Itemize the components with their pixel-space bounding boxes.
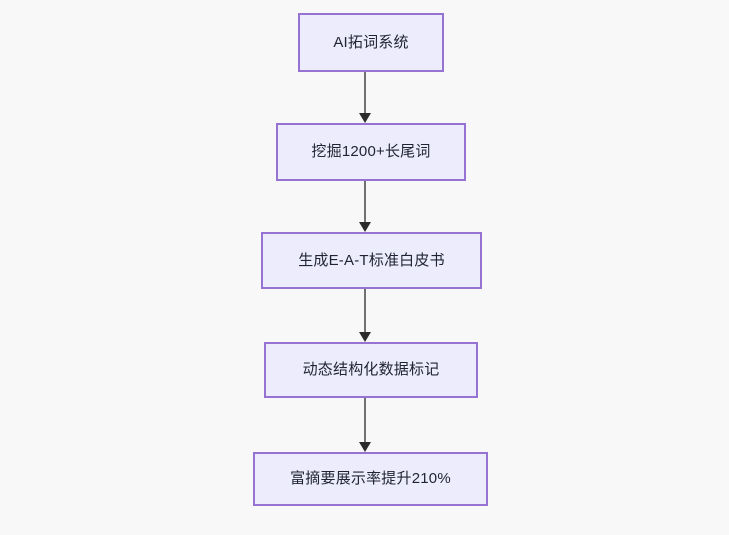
connector-arrow-2 (359, 181, 371, 232)
connector-line (364, 181, 366, 224)
connector-line (364, 289, 366, 334)
arrowhead-icon (359, 442, 371, 452)
arrowhead-icon (359, 113, 371, 123)
arrowhead-icon (359, 332, 371, 342)
arrowhead-icon (359, 222, 371, 232)
connector-line (364, 72, 366, 115)
flowchart-node-ai-keyword-system[interactable]: AI拓词系统 (298, 13, 444, 72)
flowchart-node-eat-whitepaper[interactable]: 生成E-A-T标准白皮书 (261, 232, 482, 289)
connector-arrow-1 (359, 72, 371, 123)
flowchart-node-rich-snippet-uplift[interactable]: 富摘要展示率提升210% (253, 452, 488, 506)
connector-arrow-3 (359, 289, 371, 342)
flowchart-node-structured-data-markup[interactable]: 动态结构化数据标记 (264, 342, 478, 398)
connector-arrow-4 (359, 398, 371, 452)
connector-line (364, 398, 366, 444)
flowchart-node-longtail-mining[interactable]: 挖掘1200+长尾词 (276, 123, 466, 181)
